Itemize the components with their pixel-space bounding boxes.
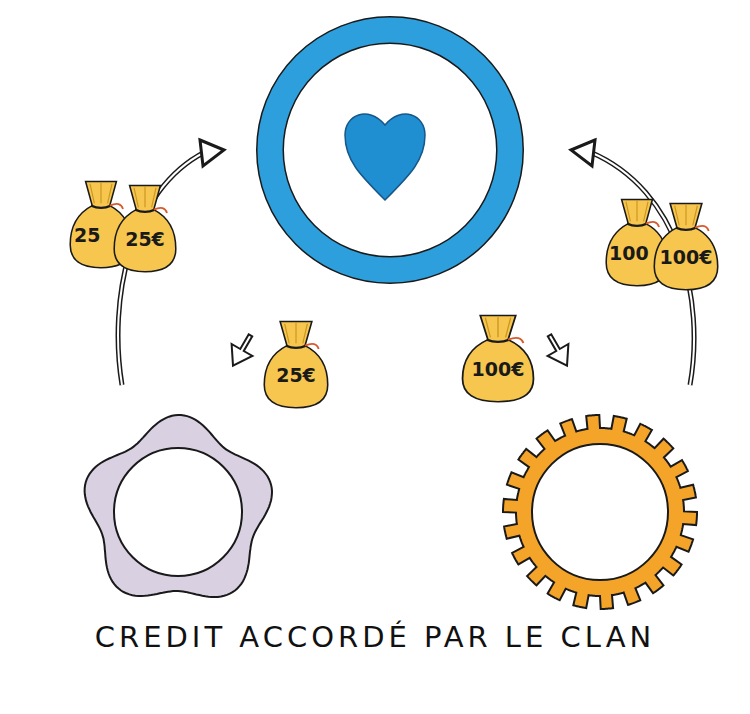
gear-ring (503, 415, 697, 609)
caption: CREDIT ACCORDÉ PAR LE CLAN (0, 620, 750, 654)
arrowhead (200, 140, 224, 166)
amount-label: 100€ (460, 312, 536, 379)
flower-ring (85, 415, 272, 597)
arrowhead (571, 140, 595, 166)
amount-label: 25€ (112, 182, 178, 249)
down-arrow-left (223, 329, 261, 371)
clan-ring-outline (270, 30, 510, 270)
down-arrow-right (539, 329, 577, 371)
amount-label: 25€ (262, 318, 330, 385)
money-bag-node: 25€ (112, 182, 178, 274)
money-bag-node: 25€ (262, 318, 330, 410)
clan-ring (270, 30, 510, 270)
money-bag-node: 100€ (652, 200, 720, 292)
amount-label: 100€ (652, 200, 720, 267)
money-bag-node: 100€ (460, 312, 536, 404)
heart (345, 114, 425, 200)
